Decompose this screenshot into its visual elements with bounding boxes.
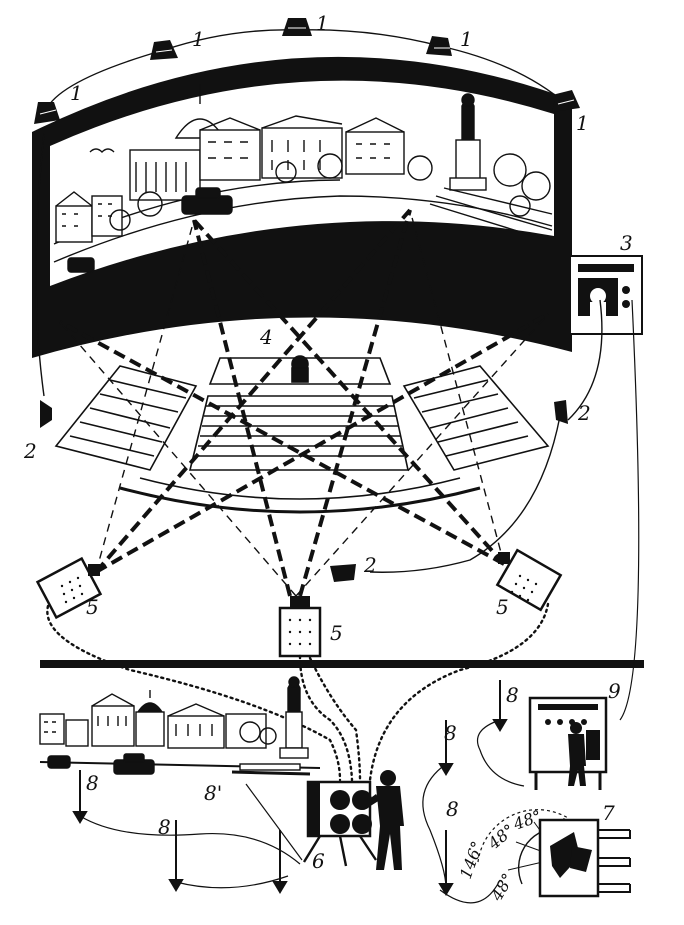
label-speaker-1b: 1 (192, 27, 205, 51)
label-microphone-d: 8 (446, 797, 459, 821)
speaker-icon (426, 36, 452, 56)
divider-line (40, 660, 644, 668)
label-microphone-prime: 8' (204, 781, 222, 805)
label-control-booth: 3 (620, 231, 633, 255)
microphones: 8 8 8' 8 8 8 (72, 680, 519, 896)
microphone-icon (72, 770, 88, 824)
camera-operator (360, 770, 404, 870)
angle-segment-a: 48° (484, 820, 519, 853)
label-microphone-e: 8 (506, 683, 519, 707)
speaker-icon (330, 564, 356, 582)
label-camera: 6 (312, 849, 325, 873)
sound-recorder: 9 (528, 679, 621, 790)
label-microphone-a: 8 (86, 771, 99, 795)
label-projector-left: 5 (86, 595, 99, 619)
microphone-icon (492, 680, 508, 732)
projection-beams (59, 208, 549, 597)
microphone-icon (438, 720, 454, 776)
microphone-icon (438, 830, 454, 896)
speaker-icon (282, 18, 312, 36)
label-seating: 4 (259, 325, 273, 349)
angle-segment-c: 48° (487, 870, 518, 905)
projector-right (495, 548, 563, 612)
speaker-icon (150, 40, 178, 60)
curved-screen (32, 56, 572, 359)
screen-panorama (53, 84, 553, 273)
label-projector-center: 5 (330, 621, 343, 645)
film-links (46, 602, 550, 782)
label-speaker-2b: 2 (577, 401, 591, 425)
label-microphone-b: 8 (158, 815, 171, 839)
speaker-icon (34, 102, 60, 124)
label-microphone-c: 8 (444, 721, 457, 745)
speaker-icon (552, 90, 580, 112)
speaker-icon (40, 400, 52, 428)
label-speaker-1a: 1 (70, 81, 83, 105)
projectors: 5 5 5 (35, 548, 563, 658)
microphone-icon (272, 830, 288, 894)
top-speakers: 1 1 1 1 1 (34, 11, 589, 135)
label-recorder: 9 (608, 679, 621, 703)
label-speaker-1e: 1 (576, 111, 589, 135)
angle-total: 146° (456, 839, 487, 882)
speaker-icon (554, 400, 568, 424)
label-lens-assembly: 7 (602, 801, 615, 825)
label-speaker-1c: 1 (316, 11, 329, 35)
label-projector-right: 5 (496, 595, 509, 619)
projector-left (35, 556, 103, 620)
label-speaker-1d: 1 (460, 27, 473, 51)
control-booth: 3 (569, 231, 643, 335)
filming-scene (39, 676, 321, 776)
seating-area: 4 (54, 325, 550, 514)
label-speaker-2c: 2 (363, 553, 377, 577)
microphone-wires (79, 299, 640, 904)
projector-center (278, 596, 322, 658)
hall-speakers: 2 2 2 (23, 133, 603, 582)
lens-assembly: 7 146° 48° 48° 48° (456, 801, 631, 905)
label-speaker-2a: 2 (23, 439, 37, 463)
recorder-operator (568, 722, 586, 786)
panoramic-camera: 6 (302, 770, 404, 873)
microphone-icon (168, 820, 184, 892)
